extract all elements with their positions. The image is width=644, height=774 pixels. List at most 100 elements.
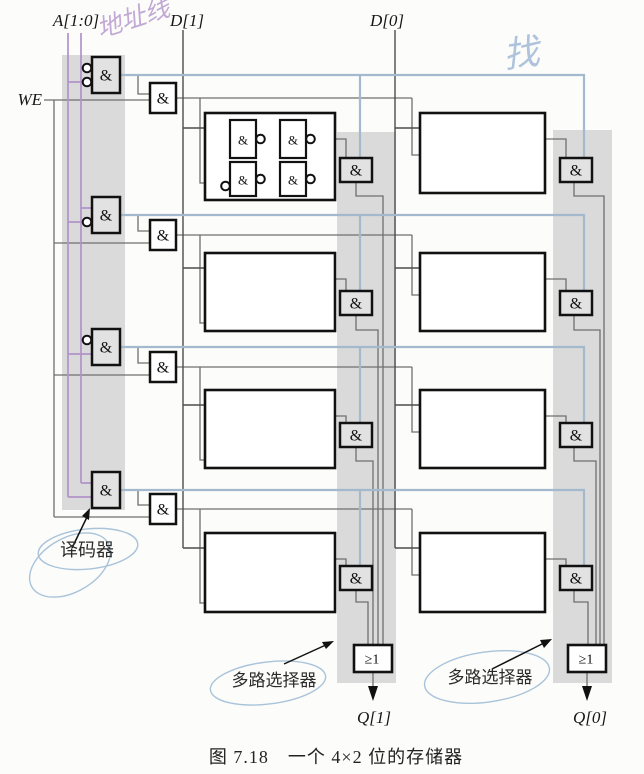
mux-right-arrow	[491, 641, 547, 670]
cell-row3-bit0	[418, 388, 547, 470]
and-gate-label: &	[157, 360, 170, 377]
callout-labels: 译码器 多路选择器 多路选择器	[60, 540, 533, 690]
nand-gate	[278, 118, 308, 160]
decoder-gates: & & & &	[81, 55, 122, 510]
and-gate-label: &	[570, 428, 583, 445]
inverter-bubble	[81, 216, 93, 228]
or-gate-label: ≥1	[365, 653, 380, 668]
cell-row2-bit0	[418, 251, 547, 333]
handwritten-notes: 地址线 找	[93, 0, 546, 76]
mux-and-gate	[338, 156, 374, 184]
and-gate-label: &	[570, 296, 583, 313]
mux-left-callout-label: 多路选择器	[232, 671, 317, 690]
and-gate-label: &	[157, 502, 170, 519]
and-gate-label: &	[100, 483, 113, 500]
mux-left-arrow	[283, 643, 329, 665]
mux-and-gate	[558, 564, 594, 592]
data-line-wires	[182, 30, 420, 549]
and-gate-label: &	[570, 571, 583, 588]
cell-row4-bit0	[418, 531, 547, 614]
and-gate-label: &	[157, 91, 170, 108]
and-gate-label: &	[350, 163, 363, 180]
inverter-bubble	[220, 180, 231, 192]
callout-arrows	[71, 508, 552, 670]
write-and-gate-row3	[148, 350, 178, 384]
inverter-bubble	[81, 62, 93, 74]
mux-left-arrowhead-icon	[322, 641, 334, 649]
decoder-ellipse	[37, 527, 139, 571]
write-and-gate-row1	[148, 81, 178, 115]
or-gate-label: ≥1	[579, 653, 594, 668]
decoder-and-gate-01	[90, 195, 122, 235]
mux-and-gate	[558, 289, 594, 317]
and-gate-label: &	[350, 571, 363, 588]
and-gate-label: &	[350, 296, 363, 313]
d1-label: D[1]	[169, 11, 204, 30]
cell-row2-bit1	[203, 251, 337, 333]
mux-right-ellipse	[423, 650, 551, 704]
and-gate-label: &	[288, 173, 298, 188]
mux-right-callout-label: 多路选择器	[448, 668, 533, 687]
mux-and-gate	[338, 564, 374, 592]
inverter-bubble	[81, 334, 93, 346]
latch-detail: & & & &	[220, 118, 316, 198]
callout-ellipses	[28, 527, 551, 706]
decoder-arrowhead-icon	[82, 508, 90, 520]
word-line-wires	[120, 73, 586, 566]
mux-and-gate	[338, 289, 374, 317]
cell-row3-bit1	[203, 388, 337, 470]
memory-cells	[203, 111, 547, 614]
mux-and-gate	[558, 156, 594, 184]
decoder-and-gate-11	[90, 470, 122, 510]
and-gate-label: &	[238, 133, 248, 148]
we-label: WE	[17, 90, 42, 109]
address-line-wires	[67, 33, 92, 498]
write-enable-gates: & & & &	[148, 81, 178, 526]
and-gate-label: &	[288, 133, 298, 148]
and-gate-label: &	[100, 68, 113, 85]
nand-gate	[228, 118, 258, 160]
and-gate-label: &	[350, 428, 363, 445]
blue-handwriting-note: 找	[501, 31, 546, 76]
decoder-callout-label: 译码器	[60, 540, 114, 560]
and-gate-label: &	[570, 163, 583, 180]
inverter-bubble	[255, 133, 266, 145]
q1-arrow-icon	[368, 686, 378, 701]
cell-row4-bit1	[203, 531, 337, 614]
mux-left-ellipse	[209, 660, 327, 706]
or-gate-q1	[352, 643, 394, 674]
mux-and-gate	[338, 421, 374, 449]
q0-label: Q[0]	[573, 708, 607, 727]
and-gate-label: &	[100, 340, 113, 357]
cell-row1-bit0	[418, 111, 547, 195]
and-gate-label: &	[238, 173, 248, 188]
mux-and-gate	[558, 421, 594, 449]
figure-caption: 图 7.18 一个 4×2 位的存储器	[209, 747, 463, 767]
q0-arrow-icon	[582, 686, 592, 701]
inverter-bubble	[305, 173, 316, 185]
purple-handwriting-note: 地址线	[93, 0, 175, 44]
inverter-bubble	[255, 173, 266, 185]
decoder-ellipse-loop	[28, 532, 112, 598]
d0-label: D[0]	[369, 11, 404, 30]
decoder-and-gate-00	[90, 55, 122, 95]
mux-right-arrowhead-icon	[540, 639, 552, 648]
signal-labels: A[1:0] D[1] D[0] WE Q[1] Q[0]	[17, 11, 607, 727]
or-gate-q0	[566, 643, 608, 674]
inverter-bubble	[81, 76, 93, 88]
mux-left-gates: & & & & ≥1	[338, 156, 394, 674]
nand-gate	[278, 160, 308, 198]
highlight-strips	[62, 55, 612, 683]
decoder-arrow	[71, 514, 89, 549]
output-arrows	[368, 686, 592, 701]
decoder-strip	[62, 55, 125, 510]
mux-right-gates: & & & & ≥1	[558, 156, 608, 674]
write-and-gate-row4	[148, 492, 178, 526]
and-gate-label: &	[157, 228, 170, 245]
address-bus-label: A[1:0]	[52, 11, 99, 30]
q1-label: Q[1]	[357, 708, 391, 727]
decoder-and-gate-10	[90, 327, 122, 367]
mux-right-strip	[553, 130, 612, 683]
